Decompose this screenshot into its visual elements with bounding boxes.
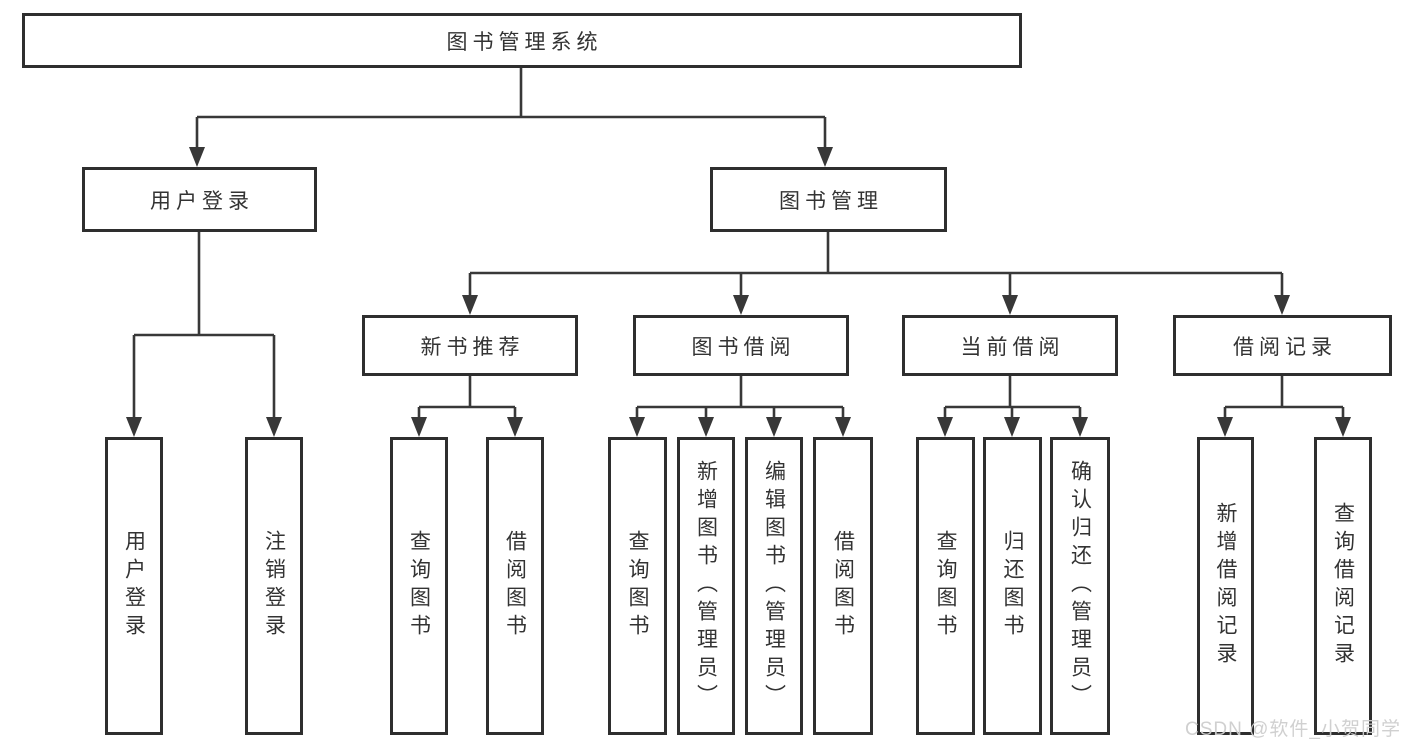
leaf-add-book-admin: 新增图书（管理员） [677, 437, 735, 735]
arrowhead-down-icon [462, 295, 478, 315]
leaf-borrow-books-1: 借阅图书 [486, 437, 544, 735]
leaf-user-login: 用户登录 [105, 437, 163, 735]
leaf-query-books-3: 查询图书 [916, 437, 975, 735]
node-user-login: 用户登录 [82, 167, 317, 232]
node-new-book-recommend-label: 新书推荐 [420, 335, 525, 359]
arrowhead-down-icon [937, 417, 953, 437]
node-borrow-records: 借阅记录 [1173, 315, 1392, 376]
leaf-add-borrow-record-label: 新增借阅记录 [1214, 502, 1237, 670]
arrowhead-down-icon [507, 417, 523, 437]
arrowhead-down-icon [411, 417, 427, 437]
leaf-return-book: 归还图书 [983, 437, 1042, 735]
leaf-add-borrow-record: 新增借阅记录 [1197, 437, 1254, 735]
arrowhead-down-icon [698, 417, 714, 437]
leaf-query-books-3-label: 查询图书 [934, 530, 957, 642]
node-root-label: 图书管理系统 [446, 30, 603, 54]
leaf-borrow-books-2-label: 借阅图书 [831, 530, 855, 642]
arrowhead-down-icon [126, 417, 142, 437]
node-current-borrow-label: 当前借阅 [960, 335, 1065, 359]
node-root: 图书管理系统 [22, 13, 1022, 68]
leaf-return-book-label: 归还图书 [1001, 530, 1024, 642]
arrowhead-down-icon [733, 295, 749, 315]
csdn-watermark: CSDN @软件_小贺同学 [1185, 719, 1401, 740]
node-user-login-label: 用户登录 [150, 189, 254, 213]
leaf-query-books-1: 查询图书 [390, 437, 448, 735]
leaf-edit-book-admin-label: 编辑图书（管理员） [762, 460, 786, 712]
leaf-confirm-return-admin-label: 确认归还（管理员） [1068, 460, 1092, 712]
node-new-book-recommend: 新书推荐 [362, 315, 578, 376]
leaf-logout-label: 注销登录 [262, 530, 286, 642]
arrowhead-down-icon [766, 417, 782, 437]
node-book-management-label: 图书管理 [779, 189, 883, 213]
arrowhead-down-icon [629, 417, 645, 437]
node-book-borrow-label: 图书借阅 [691, 335, 796, 359]
node-current-borrow: 当前借阅 [902, 315, 1118, 376]
arrowhead-down-icon [1002, 295, 1018, 315]
leaf-query-books-1-label: 查询图书 [407, 530, 431, 642]
node-book-borrow: 图书借阅 [633, 315, 849, 376]
leaf-add-book-admin-label: 新增图书（管理员） [694, 460, 718, 712]
arrowhead-down-icon [1274, 295, 1290, 315]
leaf-borrow-books-2: 借阅图书 [813, 437, 873, 735]
arrowhead-down-icon [817, 147, 833, 167]
arrowhead-down-icon [1335, 417, 1351, 437]
leaf-logout: 注销登录 [245, 437, 303, 735]
leaf-borrow-books-1-label: 借阅图书 [503, 530, 527, 642]
leaf-query-borrow-record-label: 查询借阅记录 [1331, 502, 1355, 670]
arrowhead-down-icon [189, 147, 205, 167]
node-borrow-records-label: 借阅记录 [1233, 335, 1337, 359]
leaf-query-books-2-label: 查询图书 [626, 530, 649, 642]
arrowhead-down-icon [1072, 417, 1088, 437]
leaf-edit-book-admin: 编辑图书（管理员） [745, 437, 803, 735]
leaf-user-login-label: 用户登录 [122, 530, 146, 642]
leaf-query-books-2: 查询图书 [608, 437, 667, 735]
arrowhead-down-icon [1004, 417, 1020, 437]
arrowhead-down-icon [835, 417, 851, 437]
leaf-query-borrow-record: 查询借阅记录 [1314, 437, 1372, 735]
arrowhead-down-icon [266, 417, 282, 437]
node-book-management: 图书管理 [710, 167, 947, 232]
arrowhead-down-icon [1217, 417, 1233, 437]
leaf-confirm-return-admin: 确认归还（管理员） [1050, 437, 1110, 735]
